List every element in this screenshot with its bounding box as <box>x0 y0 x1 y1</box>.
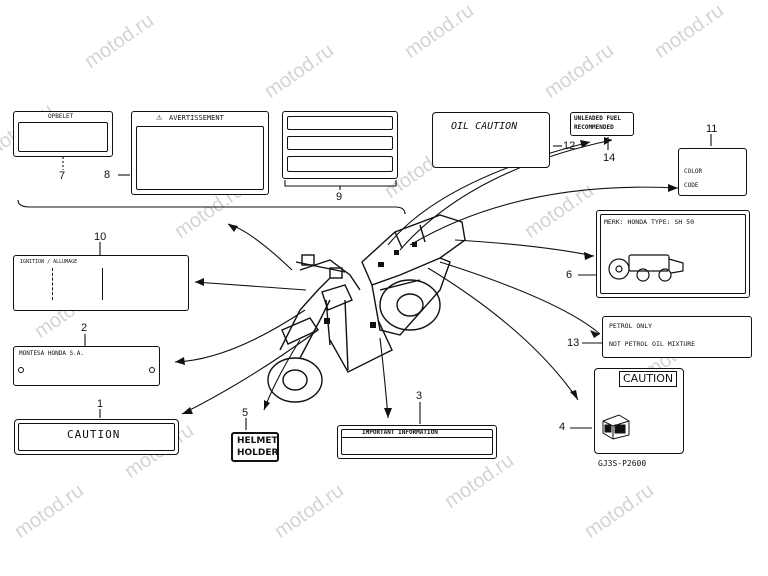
merk-text: MERK: HONDA TYPE: SH 50 <box>604 218 695 226</box>
helmet-text: HELMET <box>237 436 278 446</box>
scooter-icon <box>608 254 684 282</box>
unleaded-line1: UNLEADED FUEL <box>574 115 621 122</box>
color-text: COLOR <box>684 168 703 175</box>
montesa-text: MONTESA HONDA S.A. <box>19 350 85 357</box>
holder-text: HOLDER <box>237 448 279 458</box>
callout-14: 14 <box>603 152 616 164</box>
avertissement-text: AVERTISSEMENT <box>169 114 224 122</box>
callout-4: 4 <box>559 421 566 433</box>
caution-small-text: CAUTION <box>623 372 674 385</box>
label-ignition: IGNITION / ALLUMAGE <box>13 255 189 311</box>
diagram-code: GJ3S-P2600 <box>598 459 647 468</box>
label-caution: CAUTION <box>14 419 179 455</box>
unleaded-line2: RECOMMENDED <box>574 124 614 131</box>
callout-9: 9 <box>336 191 343 203</box>
opbelet-text: OPBELET <box>48 113 74 120</box>
label-opbelet: OPBELET <box>13 111 113 157</box>
label-color-code: COLOR CODE <box>678 148 747 196</box>
petrol-only-text: PETROL ONLY <box>609 322 653 330</box>
label-helmet-holder: HELMET HOLDER <box>231 432 279 462</box>
important-text: IMPORTANT INFORMATION <box>362 429 438 436</box>
label-avertissement: ⚠ AVERTISSEMENT <box>131 111 269 195</box>
label-unleaded-fuel: UNLEADED FUEL RECOMMENDED <box>570 112 634 136</box>
callout-5: 5 <box>242 407 249 419</box>
label-oil-caution: OIL CAUTION <box>432 112 550 168</box>
callout-8: 8 <box>104 169 111 181</box>
ignition-text: IGNITION / ALLUMAGE <box>20 259 78 265</box>
not-petrol-text: NOT PETROL OIL MIXTURE <box>609 340 696 348</box>
callout-3: 3 <box>416 390 423 402</box>
callout-7: 7 <box>59 170 66 182</box>
fuel-can-icon <box>602 414 630 440</box>
callout-12: 12 <box>563 140 576 152</box>
callout-13: 13 <box>567 337 580 349</box>
warning-triangle-icon: ⚠ <box>156 114 163 122</box>
code-text: CODE <box>684 182 699 189</box>
callout-2: 2 <box>81 322 88 334</box>
label-merk-honda: MERK: HONDA TYPE: SH 50 <box>596 210 750 298</box>
scooter-diagram <box>267 214 466 403</box>
callout-11: 11 <box>706 123 718 135</box>
callout-10: 10 <box>94 231 107 243</box>
oil-caution-text: OIL CAUTION <box>451 121 518 132</box>
callout-6: 6 <box>566 269 573 281</box>
label-montesa-honda: MONTESA HONDA S.A. <box>13 346 160 386</box>
label-caution-fuel: CAUTION <box>594 368 684 454</box>
label-important-information: IMPORTANT INFORMATION <box>337 425 497 459</box>
caution-big-text: CAUTION <box>67 428 121 441</box>
label-petrol-only: PETROL ONLY NOT PETROL OIL MIXTURE <box>602 316 752 358</box>
label-strips <box>282 111 398 179</box>
callout-1: 1 <box>97 398 104 410</box>
